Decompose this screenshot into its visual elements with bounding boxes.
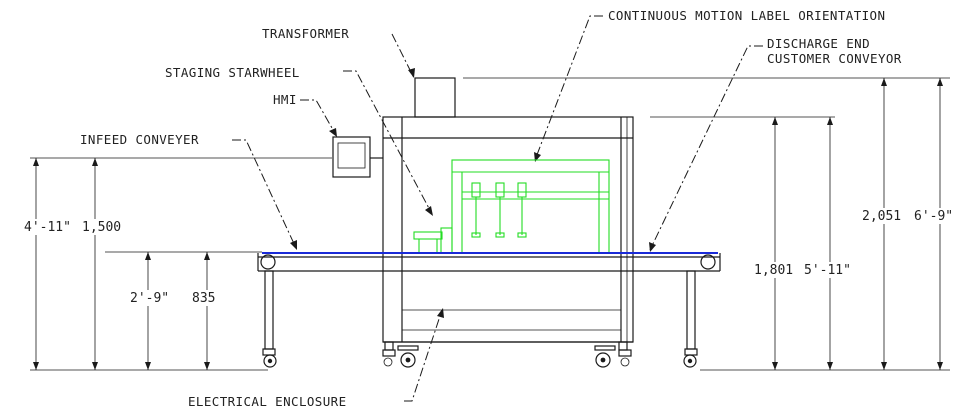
leader-staging — [343, 70, 433, 215]
label-continuous-motion-label-orientation: CONTINUOUS MOTION LABEL ORIENTATION — [608, 8, 885, 23]
conveyor-pulley-left — [260, 254, 276, 270]
leader-infeed — [232, 139, 297, 249]
dim-frame-height-metric: 1,801 — [754, 263, 793, 278]
dim-overall-height-imperial: 6'-9" — [914, 209, 953, 224]
hmi-screen — [337, 142, 366, 169]
label-discharge-end: DISCHARGE END — [767, 36, 870, 51]
frame-foot-right — [618, 341, 628, 351]
leader-cmlo — [534, 15, 603, 161]
leader-hmi — [300, 99, 337, 136]
hmi-panel — [332, 136, 371, 178]
spindle-3 — [517, 182, 527, 238]
machine — [257, 77, 721, 368]
transformer-box — [414, 77, 456, 118]
caster-far-right — [683, 348, 698, 368]
label-transformer: TRANSFORMER — [262, 26, 349, 41]
caster-frame-left — [382, 345, 419, 368]
dim-infeed-height-imperial: 4'-11" — [24, 220, 71, 235]
leg-left — [264, 270, 274, 350]
arrow-discharge — [649, 242, 656, 252]
leader-discharge — [649, 45, 763, 251]
label-electrical-enclosure: ELECTRICAL ENCLOSURE — [188, 394, 347, 409]
arrow-transformer — [408, 68, 415, 78]
leg-right — [686, 270, 696, 350]
arrow-hmi — [329, 128, 337, 137]
label-orientation-module — [413, 159, 610, 254]
spindle-1 — [471, 182, 481, 238]
module-bracket — [440, 227, 453, 254]
label-customer-conveyor: CUSTOMER CONVEYOR — [767, 51, 902, 66]
dim-conveyor-height-imperial: 2'-9" — [130, 291, 169, 306]
dim-conveyor-height-metric: 835 — [192, 291, 215, 306]
arrow-infeed — [290, 240, 297, 250]
leader-lines — [232, 15, 763, 402]
spindle-2 — [495, 182, 505, 238]
arrow-staging — [425, 206, 433, 216]
dim-frame-height-imperial: 5'-11" — [804, 263, 851, 278]
main-frame — [382, 116, 634, 343]
frame-foot-left — [384, 341, 394, 351]
label-hmi: HMI — [273, 92, 297, 107]
caster-frame-right — [594, 345, 632, 368]
leader-electrical — [404, 309, 443, 402]
caster-far-left — [262, 348, 277, 368]
dim-overall-height-metric: 2,051 — [862, 209, 901, 224]
starwheel-plate — [413, 231, 443, 240]
conveyor-pulley-right — [700, 254, 716, 270]
label-infeed-conveyer: INFEED CONVEYER — [80, 132, 199, 147]
arrow-electrical — [437, 308, 444, 318]
label-staging-starwheel: STAGING STARWHEEL — [165, 65, 300, 80]
dim-arrowheads — [33, 78, 943, 370]
dimension-lines: 4'-11" 1,500 2'-9" 835 1,801 5'-11" 2,05… — [22, 77, 964, 371]
dim-text-masks — [22, 208, 964, 306]
dim-infeed-height-metric: 1,500 — [82, 220, 121, 235]
